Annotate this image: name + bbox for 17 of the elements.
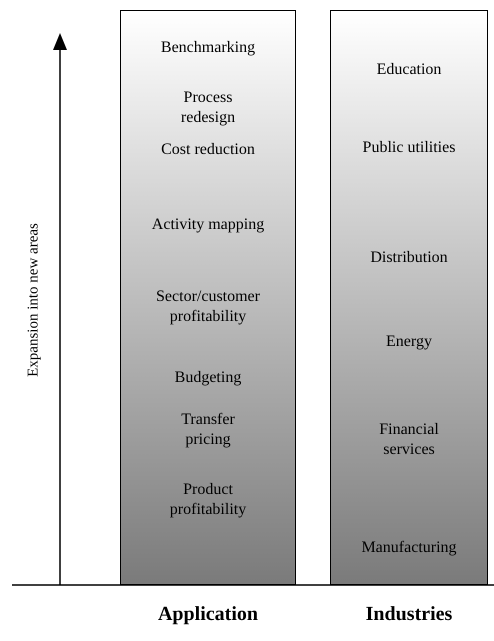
list-item: Transfer pricing	[180, 410, 236, 450]
axis-label: Expansion into new areas	[26, 223, 42, 377]
list-item: Financial services	[378, 420, 440, 460]
list-item: Energy	[385, 332, 433, 352]
list-item: Public utilities	[362, 138, 456, 158]
list-item: Product profitability	[168, 480, 248, 520]
list-item: Cost reduction	[160, 140, 256, 160]
list-item: Process redesign	[180, 88, 236, 128]
list-item: Benchmarking	[160, 38, 256, 58]
column-heading: Application	[156, 603, 260, 626]
column-heading: Industries	[364, 603, 454, 626]
list-item: Education	[376, 60, 442, 80]
list-item: Manufacturing	[360, 538, 458, 558]
list-item: Sector/customer profitability	[155, 287, 261, 327]
list-item: Activity mapping	[150, 215, 266, 235]
list-item: Budgeting	[174, 368, 242, 388]
list-item: Distribution	[369, 248, 449, 268]
